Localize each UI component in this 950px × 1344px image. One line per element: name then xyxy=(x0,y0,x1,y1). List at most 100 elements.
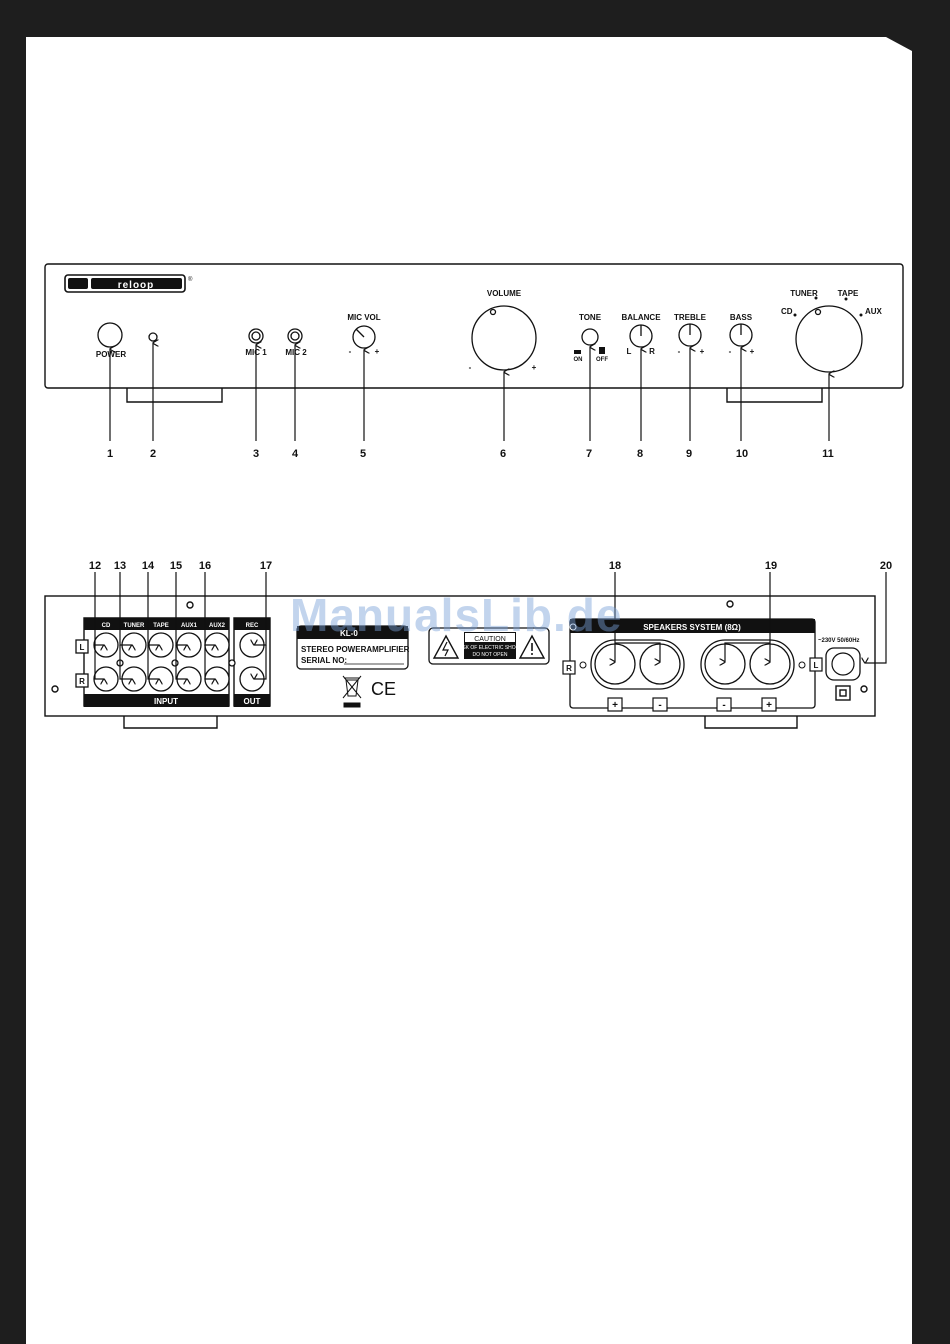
input-cd-label: CD xyxy=(102,623,111,629)
callout-line-15b xyxy=(175,645,187,679)
tape-dot xyxy=(844,297,848,301)
tone-off-label: OFF xyxy=(596,357,608,363)
callout-number: 4 xyxy=(292,448,299,460)
speaker-callout-lines xyxy=(615,572,887,664)
speaker-r-label: R xyxy=(566,664,572,673)
selector-cd-label: CD xyxy=(781,307,793,316)
rear-screw xyxy=(726,600,734,608)
callout-number: 17 xyxy=(260,560,272,572)
speaker-posts xyxy=(594,643,791,685)
rear-screw xyxy=(186,601,194,609)
callout-line-12b xyxy=(94,645,104,679)
rear-screw xyxy=(860,685,868,693)
caution-line1: RISK OF ELECTRIC SHOCK xyxy=(457,645,523,651)
callout-line-20 xyxy=(865,572,887,664)
front-foot-left xyxy=(126,388,223,403)
power-label: POWER xyxy=(96,350,126,359)
mains-socket[interactable] xyxy=(825,647,861,681)
balance-l-label: L xyxy=(627,347,632,356)
front-callout-numbers: 1 2 3 4 5 6 7 8 9 10 11 xyxy=(107,448,834,460)
input-section-label: INPUT xyxy=(154,697,178,706)
callout-number: 16 xyxy=(199,560,211,572)
volume-label: VOLUME xyxy=(487,289,522,298)
front-callout-lines xyxy=(109,343,829,441)
callout-line-13b xyxy=(119,645,132,679)
front-foot-right xyxy=(726,388,823,403)
cd-dot xyxy=(793,313,797,317)
tone-button[interactable] xyxy=(581,328,599,346)
mains-rating: ~230V 50/60Hz xyxy=(818,638,860,644)
rear-foot-left xyxy=(123,716,218,729)
callout-number: 12 xyxy=(89,560,101,572)
input-aux1-label: AUX1 xyxy=(181,623,198,629)
mic-vol-indicator xyxy=(355,328,365,338)
double-insulation-icon xyxy=(835,685,851,701)
ground-screw xyxy=(171,659,179,667)
callout-number: 6 xyxy=(500,448,506,460)
tuner-dot xyxy=(814,296,818,300)
balance-r-label: R xyxy=(649,347,655,356)
volume-plus: + xyxy=(532,363,537,372)
input-tape-label: TAPE xyxy=(153,623,169,629)
caution-label xyxy=(428,627,550,665)
callout-number: 15 xyxy=(170,560,182,572)
callout-number: 10 xyxy=(736,448,748,460)
callout-number: 2 xyxy=(150,448,156,460)
volume-knob[interactable] xyxy=(471,305,537,371)
bass-minus: - xyxy=(729,347,732,356)
speakers-system-title: SPEAKERS SYSTEM (8Ω) xyxy=(643,623,741,632)
treble-plus: + xyxy=(700,347,705,356)
tone-off-mark xyxy=(599,347,605,354)
callout-number: 14 xyxy=(142,560,155,572)
front-panel-outline xyxy=(44,263,904,389)
ce-mark: CE xyxy=(371,679,396,699)
channel-boxes-input xyxy=(75,639,89,688)
input-l-label: L xyxy=(80,643,85,652)
rear-foot-right xyxy=(704,716,798,729)
ground-screw xyxy=(228,659,236,667)
rear-screw xyxy=(579,661,587,669)
selector-aux-label: AUX xyxy=(865,307,883,316)
callout-line-17b xyxy=(254,645,267,680)
input-selector-knob[interactable] xyxy=(795,305,863,373)
callout-number: 1 xyxy=(107,448,113,460)
polarity-sign: + xyxy=(612,700,618,711)
input-tuner-label: TUNER xyxy=(124,623,145,629)
power-button[interactable] xyxy=(97,322,123,348)
callout-number: 20 xyxy=(880,560,892,572)
rear-screw xyxy=(51,685,59,693)
callout-line-14b xyxy=(147,645,159,679)
rear-screw xyxy=(798,661,806,669)
rear-callout-numbers: 12 13 14 15 16 17 18 19 20 xyxy=(89,560,892,572)
selector-tape-label: TAPE xyxy=(838,289,859,298)
tone-on-mark xyxy=(574,350,581,354)
speaker-channel-boxes xyxy=(562,657,823,675)
treble-minus: - xyxy=(678,347,681,356)
callout-number: 3 xyxy=(253,448,259,460)
out-section-label: OUT xyxy=(244,697,261,706)
model-number: KL-0 xyxy=(340,629,358,638)
front-markers xyxy=(574,296,863,354)
mic1-jack-inner xyxy=(251,331,261,341)
model-label xyxy=(296,625,409,670)
mic-vol-plus: + xyxy=(375,347,380,356)
front-controls xyxy=(97,305,863,373)
callout-number: 18 xyxy=(609,560,621,572)
callout-number: 19 xyxy=(765,560,777,572)
callout-number: 8 xyxy=(637,448,643,460)
reloop-logo: reloop ® xyxy=(64,274,193,293)
volume-minus: - xyxy=(469,363,472,372)
tone-label: TONE xyxy=(579,313,602,322)
treble-label: TREBLE xyxy=(674,313,707,322)
power-led xyxy=(148,332,158,342)
volume-indicator xyxy=(489,308,497,316)
input-aux2-label: AUX2 xyxy=(209,623,226,629)
selector-tuner-label: TUNER xyxy=(790,289,818,298)
rear-panel-outline xyxy=(44,595,876,717)
callout-line-16b xyxy=(204,645,215,679)
rear-callout-lines xyxy=(94,572,267,680)
polarity-sign: - xyxy=(722,700,725,711)
page-corner-notch xyxy=(886,37,912,51)
mic-vol-minus: - xyxy=(349,347,352,356)
